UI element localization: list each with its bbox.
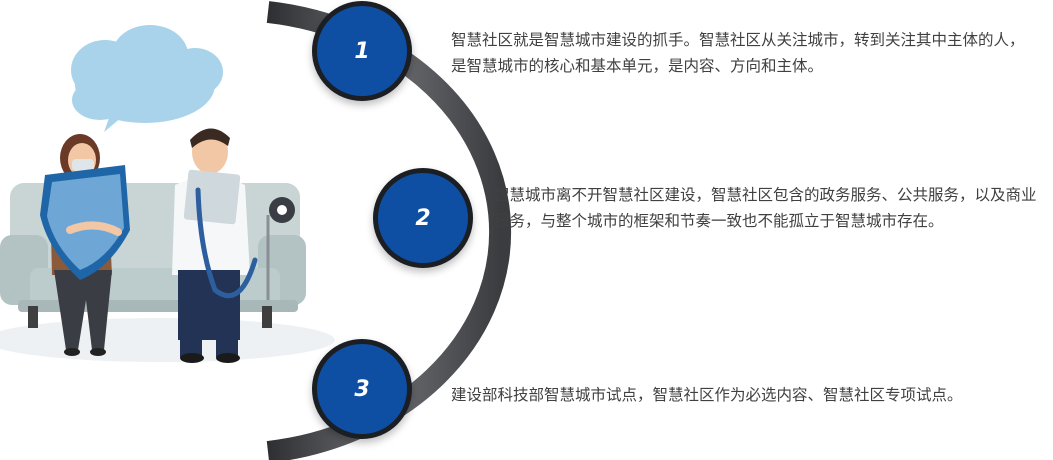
step-3-badge: 3	[312, 339, 412, 439]
step-1-badge: 1	[312, 1, 412, 101]
step-3-number: 3	[354, 376, 370, 402]
speech-cloud-icon	[71, 25, 223, 132]
doctor-figure	[172, 128, 258, 363]
step-3-text: 建设部科技部智慧城市试点，智慧社区作为必选内容、智慧社区专项试点。	[451, 386, 963, 404]
step-2-badge: 2	[373, 168, 473, 268]
doctor-patient-illustration	[0, 25, 335, 363]
step-2-number: 2	[415, 205, 431, 231]
step-2-text: 智慧城市离不开智慧社区建设，智慧社区包含的政务服务、公共服务，以及商业服务，与整…	[494, 186, 1037, 230]
step-1-number: 1	[354, 38, 370, 64]
step-1-text: 智慧社区就是智慧城市建设的抓手。智慧社区从关注城市，转到关注其中主体的人，是智慧…	[451, 31, 1025, 75]
